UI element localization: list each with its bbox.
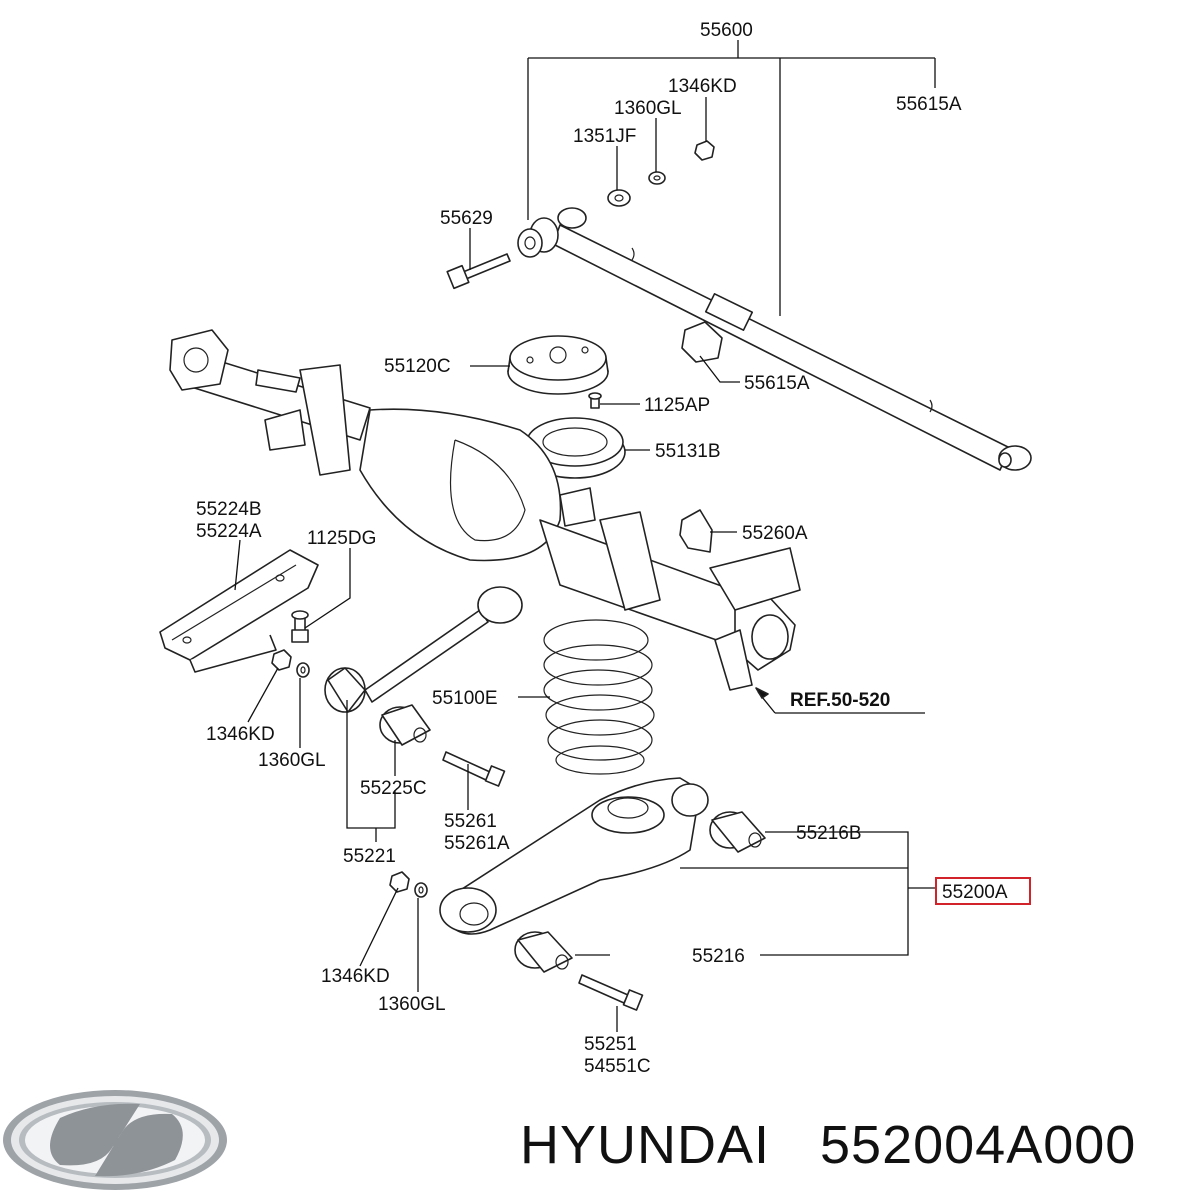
label-55261: 55261 — [444, 811, 497, 832]
label-1351JF: 1351JF — [573, 126, 636, 147]
label-55615A-mid: 55615A — [744, 373, 810, 394]
washer-1351JF — [607, 189, 631, 207]
label-1125AP: 1125AP — [644, 395, 710, 416]
bushing-55225C — [379, 704, 431, 746]
label-54551C: 54551C — [584, 1056, 651, 1077]
bracket-55260A — [679, 509, 713, 553]
label-55216: 55216 — [692, 946, 745, 967]
coil-spring-55100E — [543, 619, 655, 775]
label-55251: 55251 — [584, 1034, 637, 1055]
label-55100E: 55100E — [432, 688, 498, 709]
label-55261A: 55261A — [444, 833, 510, 854]
brand-part-number: 552004A000 — [820, 1115, 1136, 1175]
label-55260A: 55260A — [742, 523, 808, 544]
brand-name: HYUNDAI — [520, 1115, 770, 1175]
label-55600: 55600 — [700, 20, 753, 41]
nut-1346KD-top — [694, 140, 715, 161]
bracket-55224 — [159, 549, 319, 673]
bushing-55216 — [514, 931, 573, 973]
hyundai-logo-icon — [3, 1090, 227, 1190]
bolt-1125AP — [588, 392, 602, 409]
label-1346KD-mid: 1346KD — [206, 724, 275, 745]
part-labels: 55600 55615A 1346KD 1360GL 1351JF 55629 … — [196, 20, 1031, 1077]
rear-axle-housing — [169, 329, 801, 691]
bushing-55216B — [709, 811, 766, 853]
bolt-55629 — [446, 253, 511, 290]
label-55224A: 55224A — [196, 521, 262, 542]
highlight-box-55200A — [935, 877, 1031, 905]
label-55224B: 55224B — [196, 499, 262, 520]
bolt-1125DG — [291, 610, 309, 643]
label-55615A-top: 55615A — [896, 94, 962, 115]
lateral-rod-55221 — [324, 586, 523, 713]
label-1346KD-bot: 1346KD — [321, 966, 390, 987]
lower-control-arm-55200A — [439, 777, 709, 935]
label-1125DG: 1125DG — [307, 528, 376, 549]
label-ref-50-520: REF.50-520 — [790, 690, 890, 711]
label-55131B: 55131B — [655, 441, 721, 462]
washer-1360GL-bot — [414, 882, 428, 898]
label-1360GL-bot: 1360GL — [378, 994, 446, 1015]
label-55629: 55629 — [440, 208, 493, 229]
label-55221: 55221 — [343, 846, 396, 867]
label-55216B: 55216B — [796, 823, 862, 844]
spring-seat-55120C — [507, 335, 609, 395]
washer-1360GL-mid — [296, 662, 310, 678]
bolt-55261 — [442, 751, 506, 787]
nut-1346KD-mid — [271, 649, 292, 671]
washer-1360GL-top — [648, 171, 666, 185]
label-55225C: 55225C — [360, 778, 427, 799]
leader-lines — [234, 40, 936, 1032]
label-1360GL-top: 1360GL — [614, 98, 682, 119]
bushing-55629 — [517, 217, 559, 258]
stopper-55615A — [681, 321, 723, 363]
bolt-55251 — [578, 974, 644, 1011]
nut-1346KD-bot — [389, 871, 410, 893]
label-55120C: 55120C — [384, 356, 451, 377]
label-55200A: 55200A — [942, 882, 1008, 903]
label-1346KD-top: 1346KD — [668, 76, 737, 97]
label-1360GL-mid: 1360GL — [258, 750, 326, 771]
upper-control-rod — [552, 207, 1032, 471]
